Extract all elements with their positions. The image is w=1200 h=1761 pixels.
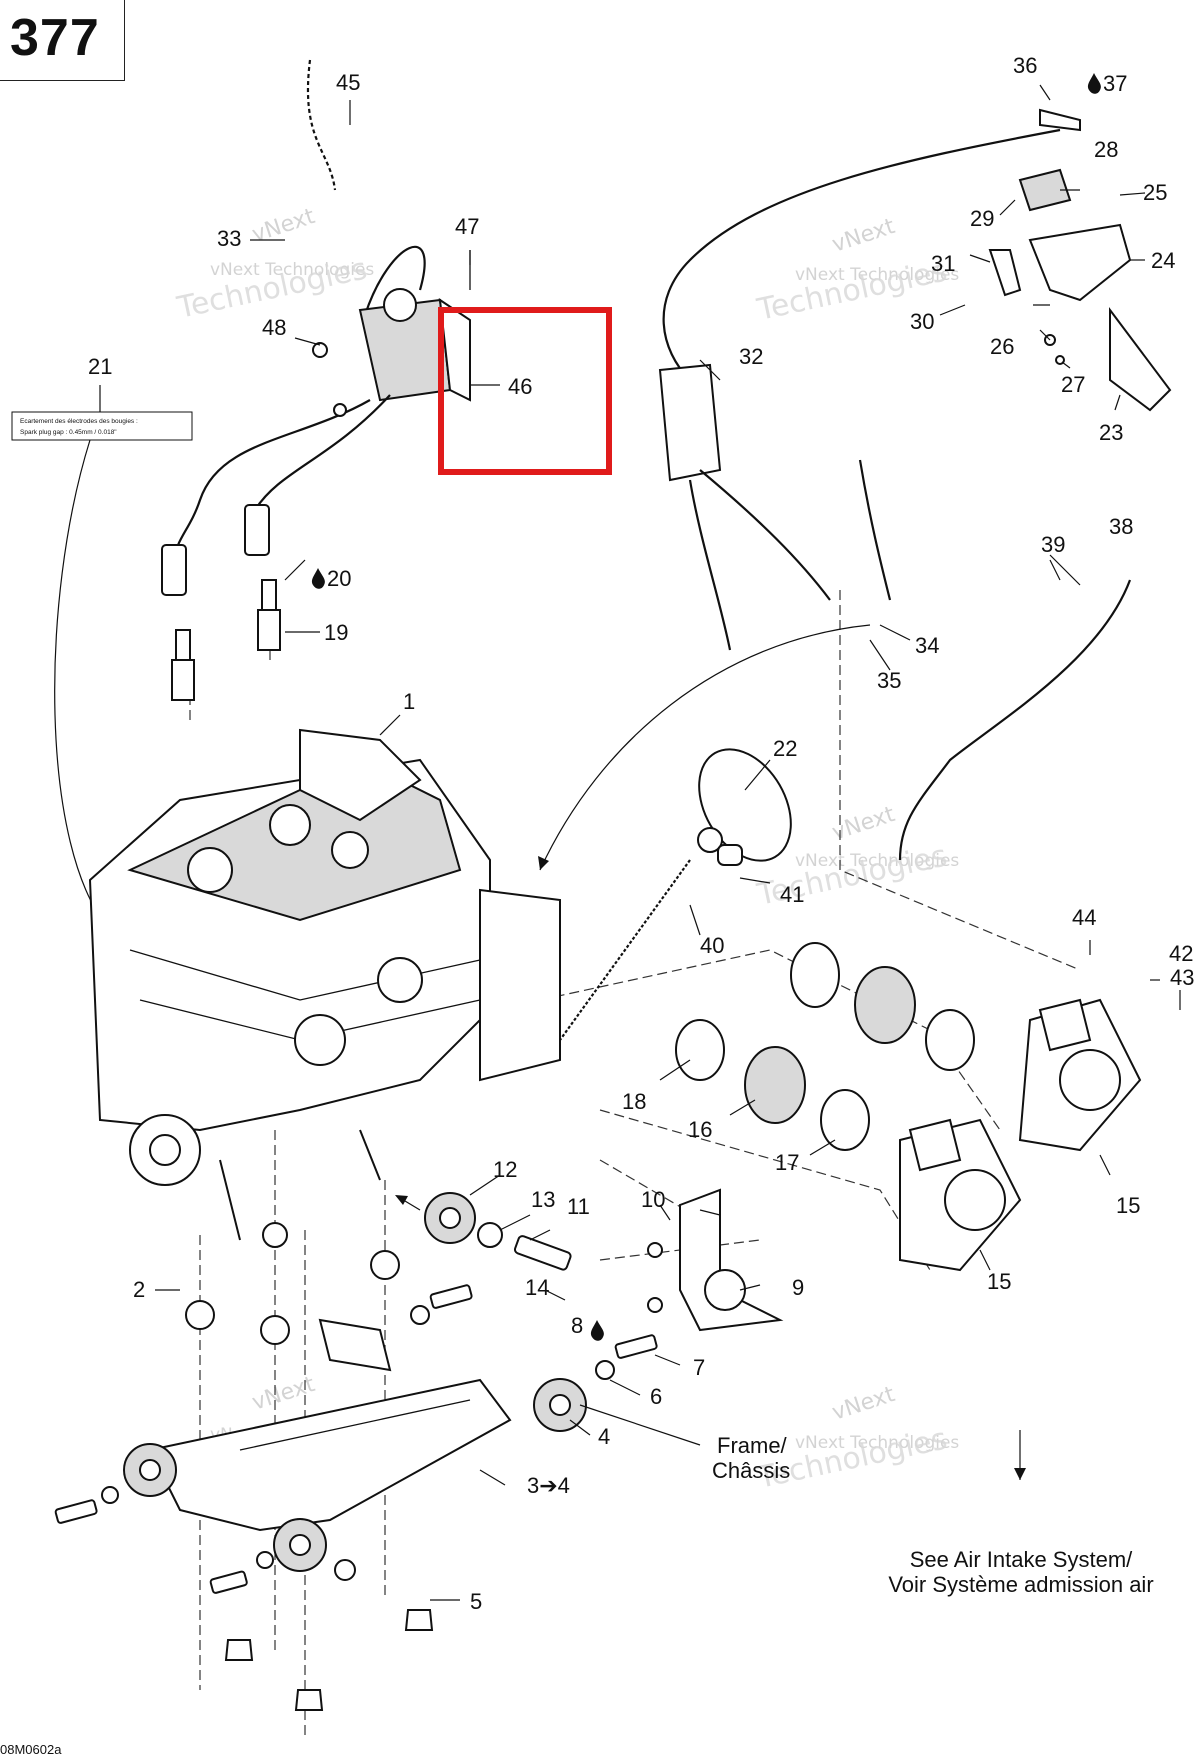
callout-17: 17 (775, 1150, 799, 1175)
page-number: 377 (10, 9, 100, 67)
callout-33: 33 (217, 226, 241, 251)
callout-37: 37 (1103, 71, 1127, 96)
callout-10: 10 (641, 1187, 665, 1212)
watermark-text: vNext (249, 204, 318, 248)
callout-41: 41 (780, 882, 804, 907)
callout-19: 19 (324, 620, 348, 645)
callout-40: 40 (700, 933, 724, 958)
callout-8: 8 (571, 1313, 583, 1338)
callout-9: 9 (792, 1275, 804, 1300)
page-number-box: 377 (0, 0, 125, 81)
spark-plug-label-line2: Spark plug gap : 0.45mm / 0.018" (20, 429, 117, 436)
callout-22: 22 (773, 736, 797, 761)
callout-29: 29 (970, 206, 994, 231)
spark-plug-label-line1: Ecartement des électrodes des bougies : (20, 418, 138, 425)
spark-plug-gap-label: Ecartement des électrodes des bougies : … (11, 385, 193, 931)
callout-42: 42 (1169, 941, 1193, 966)
callout-32: 32 (739, 344, 763, 369)
watermark-text: vNext (249, 1372, 318, 1416)
callout-43: 43 (1170, 965, 1194, 990)
engine-mount-plate (54, 1222, 658, 1711)
leader-lines (155, 84, 1181, 1601)
callout-36: 36 (1013, 53, 1037, 78)
callout-7: 7 (693, 1355, 705, 1380)
callout-labels: 1 2 3➔4 4 5 6 7 8 9 10 11 12 13 14 15 15… (88, 53, 1194, 1614)
oil-drop-icon (1087, 73, 1101, 94)
watermark-text: vNext Technologies (795, 851, 959, 871)
callout-12: 12 (493, 1157, 517, 1182)
throttle-housing (988, 168, 1172, 412)
callout-11: 11 (567, 1194, 590, 1219)
callout-47: 47 (455, 214, 479, 239)
callout-25: 25 (1143, 180, 1167, 205)
callout-6: 6 (650, 1384, 662, 1409)
callout-34: 34 (915, 633, 939, 658)
drawing-code: 08M0602a (0, 1742, 62, 1757)
callout-3: 3➔4 (527, 1473, 570, 1498)
callout-5: 5 (470, 1589, 482, 1614)
callout-28: 28 (1094, 137, 1118, 162)
callout-15a: 15 (987, 1269, 1011, 1294)
carburetors (899, 998, 1142, 1272)
callout-35: 35 (877, 668, 901, 693)
callout-38: 38 (1109, 514, 1133, 539)
oil-drop-icon (311, 568, 325, 589)
callout-45: 45 (336, 70, 360, 95)
callout-24: 24 (1151, 248, 1175, 273)
carb-boots-and-clamps (675, 942, 975, 1151)
callout-15b: 15 (1116, 1193, 1140, 1218)
throttle-cables (658, 108, 1132, 861)
callout-48: 48 (262, 315, 286, 340)
ignition-coil-assembly (161, 59, 471, 596)
air-intake-parts (559, 748, 792, 1041)
oil-drop-icon (590, 1320, 604, 1341)
callout-21: 21 (88, 354, 112, 379)
callout-31: 31 (931, 251, 955, 276)
frame-reference-line2: Châssis (712, 1458, 790, 1483)
reference-notes: Frame/ Châssis See Air Intake System/ Vo… (712, 1433, 1154, 1597)
air-intake-reference-line2: Voir Système admission air (888, 1572, 1153, 1597)
watermark-text: vNext (829, 214, 898, 258)
callout-26: 26 (990, 334, 1014, 359)
watermark-text: vNext Technologies (795, 265, 959, 285)
callout-18: 18 (622, 1089, 646, 1114)
callout-1: 1 (403, 689, 415, 714)
spark-plugs (171, 579, 281, 701)
callout-2: 2 (133, 1277, 145, 1302)
watermark-text: vNext Technologies (795, 1433, 959, 1453)
callout-13: 13 (531, 1187, 555, 1212)
watermark-text: vNext Technologies (210, 260, 374, 280)
callout-14: 14 (525, 1275, 549, 1300)
engine-block (88, 728, 561, 1241)
callout-30: 30 (910, 309, 934, 334)
air-intake-reference-line1: See Air Intake System/ (910, 1547, 1133, 1572)
mounting-hardware (424, 1188, 784, 1332)
callout-39: 39 (1041, 532, 1065, 557)
frame-reference-line1: Frame/ (717, 1433, 788, 1458)
callout-4: 4 (598, 1424, 610, 1449)
callout-44: 44 (1072, 905, 1096, 930)
callout-23: 23 (1099, 420, 1123, 445)
callout-16: 16 (688, 1117, 712, 1142)
callout-20: 20 (327, 566, 351, 591)
callout-27: 27 (1061, 372, 1085, 397)
callout-46: 46 (508, 374, 532, 399)
highlight-box (438, 307, 612, 475)
watermark-text: vNext (829, 1382, 898, 1426)
